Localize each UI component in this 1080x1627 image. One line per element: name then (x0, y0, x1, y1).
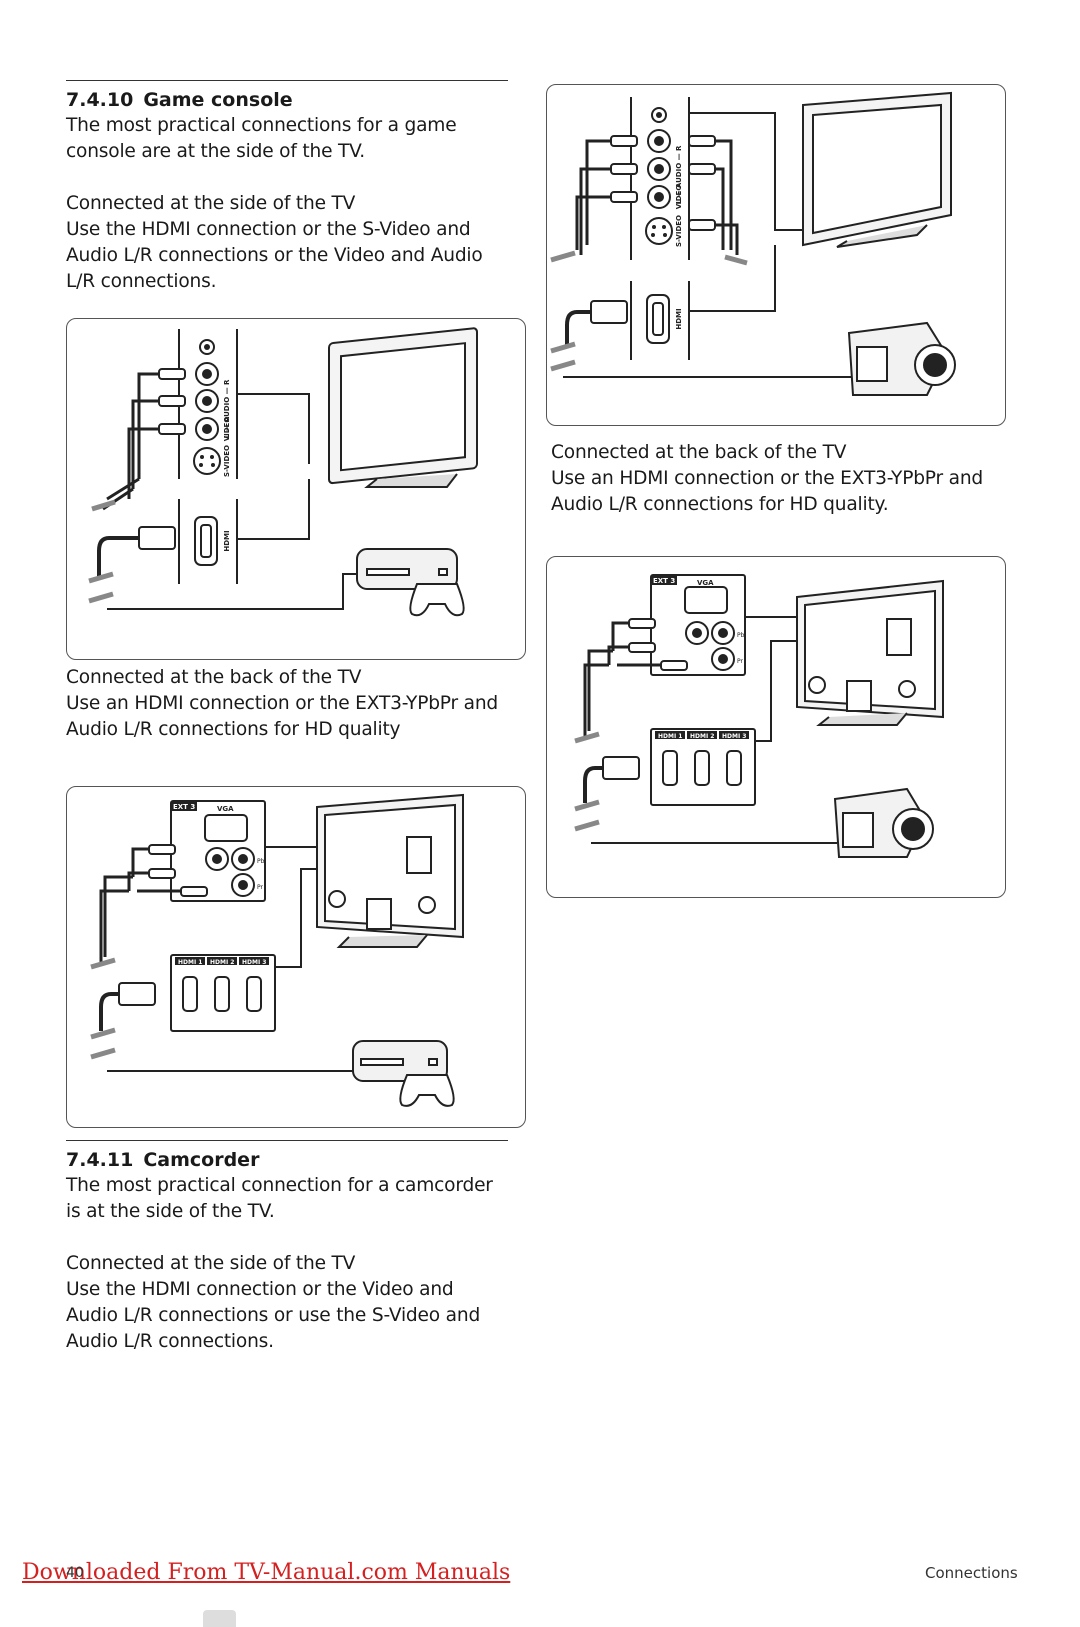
game-console-back-diagram: EXT 3 VGA Pb Pr HDMI 1 HDMI 2 HDMI 3 (66, 786, 526, 1128)
hdmi1-label: HDMI 1 (658, 733, 682, 740)
game-console-intro: The most practical connections for a gam… (66, 115, 457, 162)
section-rule (66, 1140, 508, 1141)
game-console-side-illustration: L — AUDIO — R VIDEO S-VIDEO HDMI (88, 327, 478, 617)
game-console-heading: 7.4.10 Game console (66, 87, 508, 113)
hdmi-label: HDMI (223, 530, 231, 551)
hdmi3-label: HDMI 3 (242, 959, 266, 966)
camcorder-side-diagram: L — AUDIO — R VIDEO S-VIDEO HDMI (546, 84, 1006, 426)
back-heading: Connected at the back of the TV (66, 667, 362, 688)
svideo-label: S-VIDEO (223, 445, 231, 477)
section-title: Game console (143, 89, 293, 111)
hdmi1-label: HDMI 1 (178, 959, 202, 966)
video-label: VIDEO (675, 185, 683, 210)
page-scroll-handle[interactable] (203, 1610, 236, 1627)
audio-label: L — AUDIO — R (223, 379, 231, 438)
vga-label: VGA (697, 579, 714, 587)
section-rule (66, 80, 508, 81)
pb-label: Pb (257, 858, 265, 865)
camcorder-side-text: Use the HDMI connection or the Video and… (66, 1279, 481, 1352)
pr-label: Pr (737, 658, 744, 665)
game-console-section: 7.4.10 Game console The most practical co… (66, 80, 508, 295)
game-console-back-illustration: EXT 3 VGA Pb Pr HDMI 1 HDMI 2 HDMI 3 (90, 793, 464, 1107)
hdmi-label: HDMI (675, 308, 683, 329)
camcorder-back-block: Connected at the back of the TV Use an H… (551, 440, 1001, 518)
page-number: 40 (66, 1565, 84, 1581)
camcorder-side-illustration: L — AUDIO — R VIDEO S-VIDEO HDMI (550, 91, 956, 396)
hdmi2-label: HDMI 2 (690, 733, 714, 740)
section-number: 7.4.11 (66, 1149, 134, 1171)
game-console-back-block: Connected at the back of the TV Use an H… (66, 665, 508, 743)
footer-section-name: Connections (925, 1564, 1018, 1582)
camcorder-back-illustration: EXT 3 VGA Pb Pr HDMI 1 HDMI 2 HDMI 3 (574, 574, 944, 858)
camcorder-side-heading: Connected at the side of the TV (66, 1253, 356, 1274)
side-text: Use the HDMI connection or the S-Video a… (66, 219, 483, 292)
pr-label: Pr (257, 884, 264, 891)
back-text: Use an HDMI connection or the EXT3-YPbPr… (66, 693, 499, 740)
vga-label: VGA (217, 805, 234, 813)
section-title: Camcorder (143, 1149, 260, 1171)
camcorder-heading: 7.4.11 Camcorder (66, 1147, 508, 1173)
ext3-label: EXT 3 (653, 577, 675, 585)
game-console-side-diagram: L — AUDIO — R VIDEO S-VIDEO HDMI (66, 318, 526, 660)
camcorder-back-heading: Connected at the back of the TV (551, 442, 847, 463)
side-heading: Connected at the side of the TV (66, 193, 356, 214)
camcorder-back-text: Use an HDMI connection or the EXT3-YPbPr… (551, 468, 984, 515)
audio-label: L — AUDIO — R (675, 145, 683, 204)
camcorder-intro: The most practical connection for a camc… (66, 1175, 493, 1222)
hdmi3-label: HDMI 3 (722, 733, 746, 740)
camcorder-section: 7.4.11 Camcorder The most practical conne… (66, 1140, 508, 1355)
svideo-label: S-VIDEO (675, 215, 683, 247)
video-label: VIDEO (223, 417, 231, 442)
pb-label: Pb (737, 632, 745, 639)
hdmi2-label: HDMI 2 (210, 959, 234, 966)
download-source-link[interactable]: Downloaded From TV-Manual.com Manuals (22, 1560, 511, 1585)
ext3-label: EXT 3 (173, 803, 195, 811)
section-number: 7.4.10 (66, 89, 134, 111)
camcorder-back-diagram: EXT 3 VGA Pb Pr HDMI 1 HDMI 2 HDMI 3 (546, 556, 1006, 898)
